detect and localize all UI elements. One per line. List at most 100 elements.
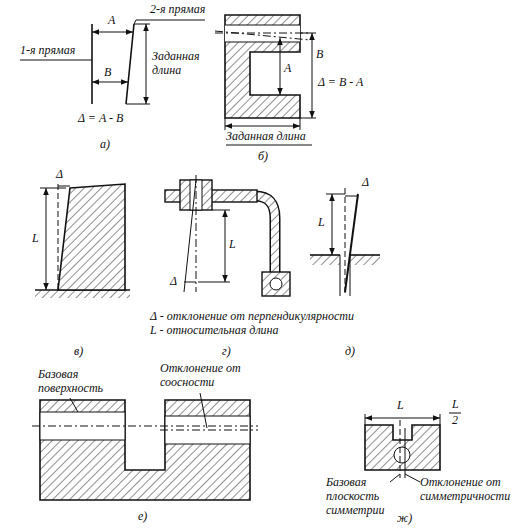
drawing-line: [46, 188, 47, 290]
figure-e: [32, 393, 258, 500]
dimension-label: L: [452, 398, 459, 412]
dimension-label: Δ = B - A: [318, 76, 363, 90]
drawing-line: [440, 414, 441, 425]
dimension-label: Заданная длина: [226, 130, 306, 144]
drawing-line: [225, 126, 300, 127]
drawing-line: [92, 82, 128, 83]
drawing-line: [184, 180, 196, 292]
drawing-line: [20, 60, 92, 61]
drawing-line: [196, 175, 197, 292]
drawing-shape: [262, 272, 290, 296]
dimension-label: а): [100, 138, 110, 152]
dimension-label: Отклонение от симметричности: [420, 476, 504, 504]
drawing-line: [365, 418, 440, 419]
dimension-label: L - относительная длина: [150, 324, 279, 338]
drawing-line: [225, 25, 300, 26]
dimension-label: B: [104, 66, 111, 80]
drawing-line: [350, 254, 380, 256]
drawing-shape: [255, 196, 275, 272]
drawing-shape: [225, 15, 300, 118]
dimension-label: L: [229, 238, 236, 252]
drawing-line: [40, 188, 66, 189]
dimension-label: Базовая плоскость симметрии: [326, 476, 388, 517]
dimension-label: д): [345, 345, 355, 359]
figure-v: [35, 184, 130, 298]
drawing-line: [70, 398, 78, 412]
drawing-line: [300, 118, 316, 119]
drawing-shape: [58, 184, 125, 290]
drawing-line: [134, 24, 150, 25]
drawing-line: [340, 255, 341, 296]
figure-d: [310, 188, 380, 296]
drawing-line: [32, 426, 258, 427]
drawing-line: [200, 393, 207, 428]
drawing-line: [184, 282, 196, 283]
drawing-shape: [255, 196, 275, 272]
drawing-line: [310, 254, 340, 256]
drawing-line: [226, 145, 312, 146]
drawing-line: [405, 474, 420, 482]
drawing-line: [58, 186, 70, 187]
dimension-label: L: [318, 216, 325, 230]
hole-circle: [270, 278, 282, 290]
dimension-label: Заданная длина: [152, 50, 212, 78]
drawing-line: [215, 31, 310, 40]
hole-circle: [394, 447, 410, 463]
drawing-line: [91, 24, 93, 104]
dimension-label: Δ = A - B: [78, 112, 123, 126]
drawing-line: [300, 33, 316, 34]
dimension-label: е): [138, 510, 147, 524]
dimension-label: Базовая поверхность: [38, 368, 120, 396]
drawing-line: [225, 118, 226, 130]
drawing-shape: [40, 400, 250, 500]
dimension-label: 2: [452, 414, 458, 428]
drawing-line: [332, 194, 333, 255]
dimension-label: ж): [397, 512, 412, 526]
drawing-shape: [20, 15, 461, 500]
drawing-line: [215, 33, 310, 34]
drawing-line: [400, 420, 401, 478]
dimension-label: в): [74, 345, 83, 359]
drawing-line: [134, 20, 136, 24]
figure-g: [165, 175, 290, 296]
dimension-label: Δ - отклонение от перпендикулярности: [150, 310, 354, 324]
drawing-line: [92, 32, 133, 33]
drawing-line: [365, 414, 366, 425]
figure-zh: [365, 413, 461, 482]
figure-b: [215, 15, 316, 145]
drawing-line: [300, 118, 301, 130]
drawing-line: [225, 42, 300, 43]
drawing-line: [280, 38, 281, 95]
drawing-line: [160, 430, 258, 431]
dimension-label: B: [316, 48, 323, 62]
drawing-shape: [365, 425, 440, 470]
drawing-line: [146, 24, 147, 104]
drawing-shape: [310, 255, 340, 265]
dimension-label: 1-я прямая: [20, 44, 75, 58]
dimension-label: г): [222, 345, 231, 359]
drawing-line: [345, 194, 358, 292]
drawing-line: [345, 188, 346, 296]
dimension-label: Отклонение от соосности: [160, 362, 250, 390]
dimension-label: б): [258, 150, 268, 164]
drawing-line: [326, 194, 345, 195]
drawing-shape: [35, 290, 130, 298]
drawing-line: [405, 428, 406, 478]
dimension-label: A: [108, 14, 115, 28]
drawing-shape: [350, 255, 380, 265]
drawing-line: [126, 24, 134, 104]
drawing-line: [312, 33, 313, 118]
dimension-label: L: [32, 232, 39, 246]
dimension-label: 2-я прямая: [150, 3, 205, 17]
dimension-label: Δ: [362, 176, 369, 190]
drawing-line: [345, 196, 358, 197]
dimension-label: Δ: [170, 275, 177, 289]
drawing-line: [225, 210, 226, 282]
dimension-label: Δ: [56, 168, 63, 182]
dimension-label: L: [397, 399, 404, 413]
drawing-line: [212, 210, 230, 211]
drawing-line: [390, 474, 400, 482]
